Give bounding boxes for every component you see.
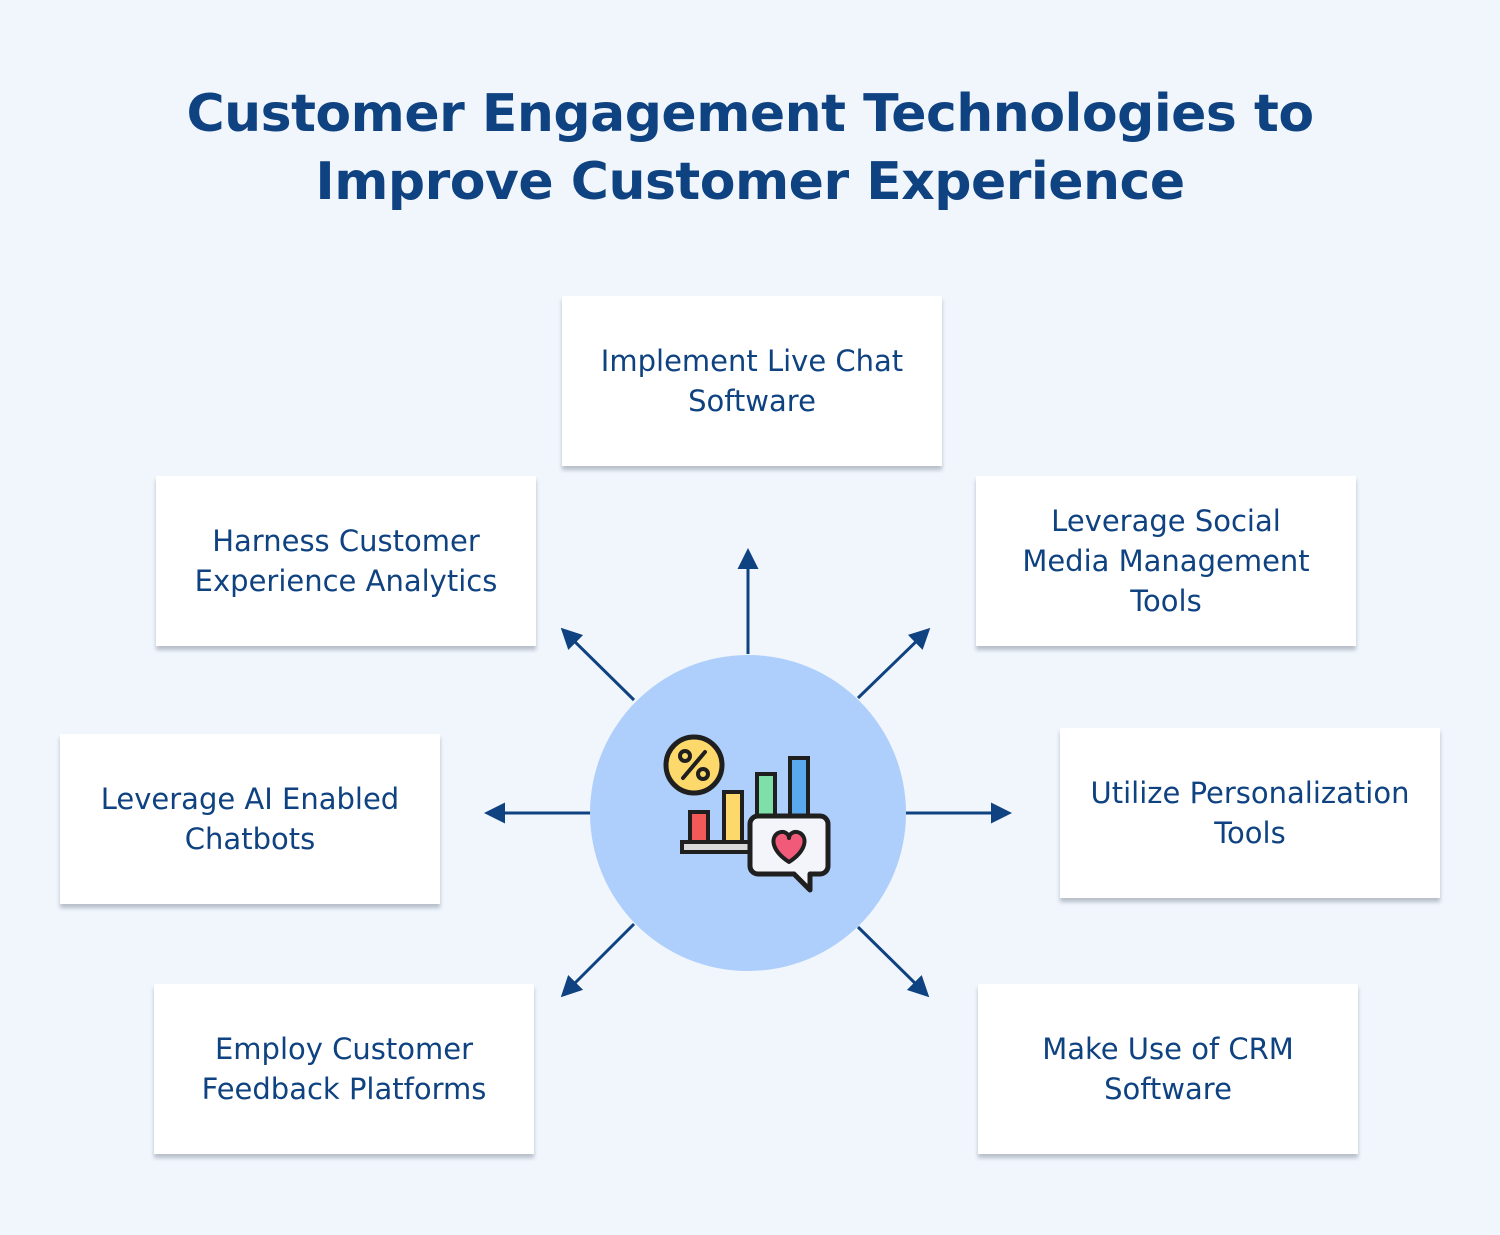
item-label: Leverage Social Media Management Tools xyxy=(1022,504,1310,618)
title-line-2: Improve Customer Experience xyxy=(315,152,1185,212)
item-label: Make Use of CRM Software xyxy=(1042,1032,1294,1106)
item-live-chat-software: Implement Live Chat Software xyxy=(562,296,942,466)
item-feedback-platforms: Employ Customer Feedback Platforms xyxy=(154,984,534,1154)
title-line-1: Customer Engagement Technologies to xyxy=(186,84,1314,144)
item-ai-chatbots: Leverage AI Enabled Chatbots xyxy=(60,734,440,904)
item-label: Harness Customer Experience Analytics xyxy=(194,524,498,598)
arrow-to-cx-analytics xyxy=(560,627,636,702)
diagram-title: Customer Engagement Technologies to Impr… xyxy=(100,80,1400,216)
item-label: Utilize Personalization Tools xyxy=(1090,776,1410,850)
item-social-media-tools: Leverage Social Media Management Tools xyxy=(976,476,1356,646)
arrow-to-crm xyxy=(856,925,930,998)
arrow-to-social-media xyxy=(856,627,931,700)
analytics-percent-heart-icon xyxy=(663,734,831,893)
center-hub xyxy=(590,655,906,971)
item-label: Leverage AI Enabled Chatbots xyxy=(100,782,400,856)
item-label: Implement Live Chat Software xyxy=(600,344,904,418)
arrow-to-feedback xyxy=(560,922,636,998)
item-cx-analytics: Harness Customer Experience Analytics xyxy=(156,476,536,646)
item-crm-software: Make Use of CRM Software xyxy=(978,984,1358,1154)
item-label: Employ Customer Feedback Platforms xyxy=(201,1032,487,1106)
item-personalization-tools: Utilize Personalization Tools xyxy=(1060,728,1440,898)
